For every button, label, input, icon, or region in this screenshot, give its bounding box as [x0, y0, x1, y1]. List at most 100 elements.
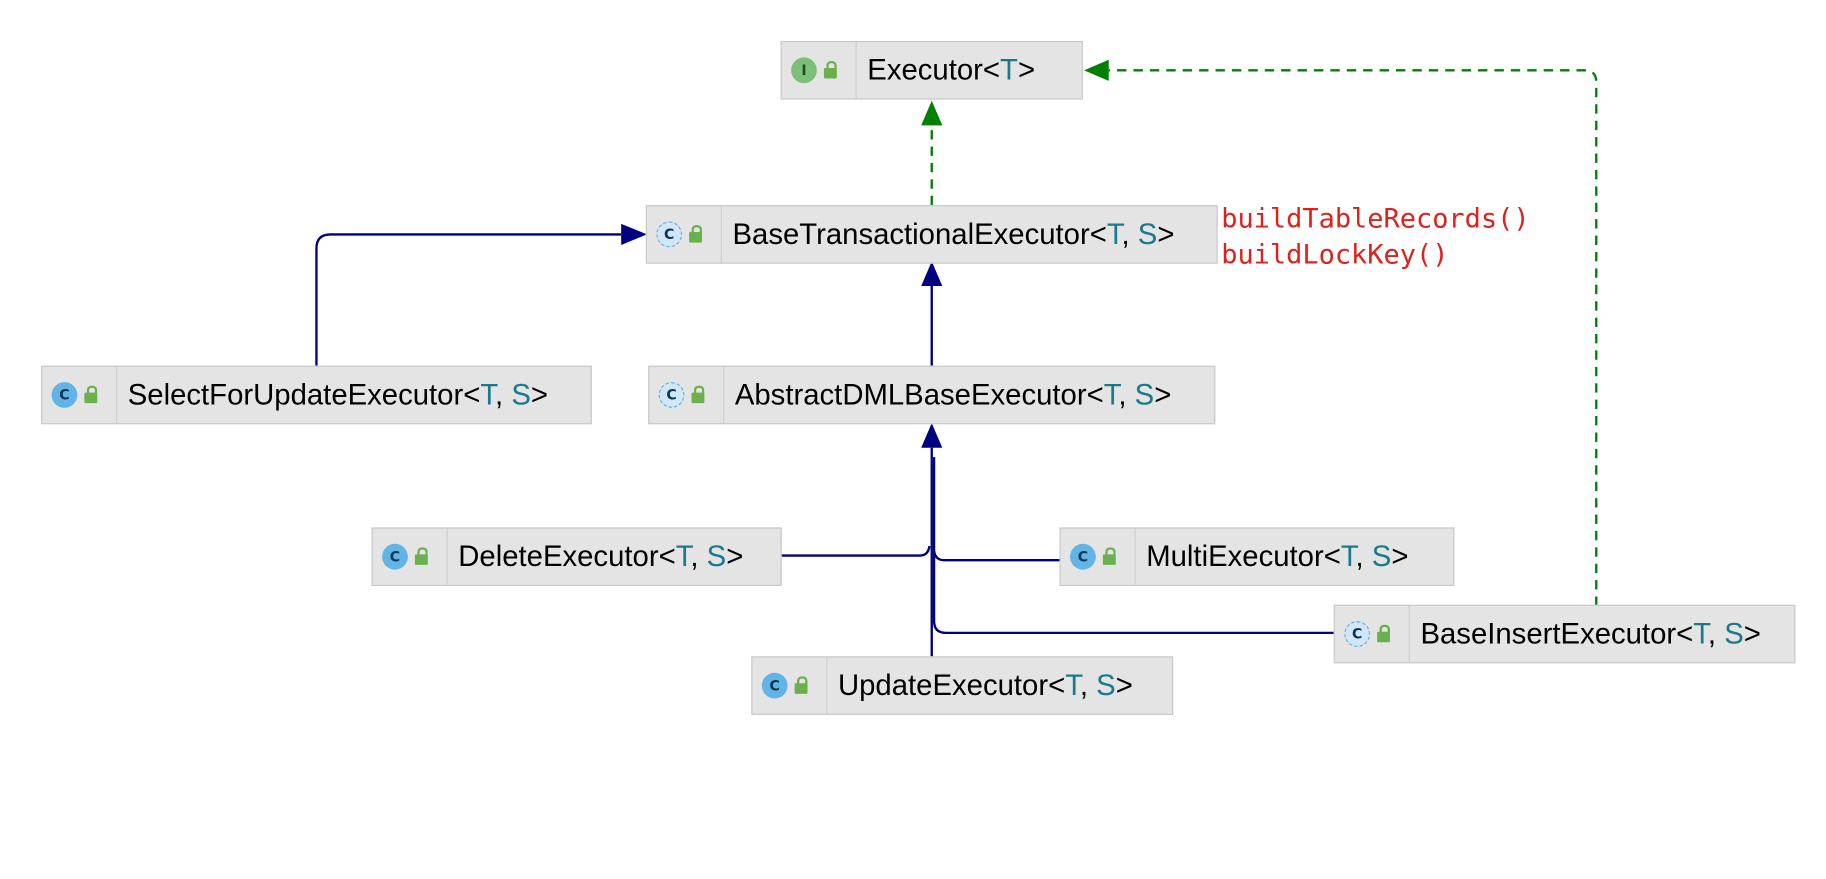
interface-icon: I [791, 57, 817, 84]
type-open-bracket: < [982, 53, 1001, 87]
method-note: buildTableRecords() buildLockKey() [1221, 202, 1529, 275]
class-icon: C [51, 382, 78, 408]
edge-extends-base-insert [932, 457, 1334, 635]
node-icons: I [782, 42, 857, 99]
note-line-build-table-records: buildTableRecords() [1221, 203, 1530, 235]
type-open-bracket: < [1676, 617, 1694, 650]
type-open-bracket: < [1086, 377, 1104, 411]
type-parameter: S [511, 377, 531, 411]
class-name: SelectForUpdateExecutor [127, 377, 464, 411]
type-parameter: S [706, 539, 727, 573]
type-separator: , [495, 377, 512, 411]
type-close-bracket: > [1115, 668, 1133, 702]
abstract-class-icon: C [656, 221, 683, 248]
type-close-bracket: > [1017, 53, 1036, 87]
type-parameter: T [1065, 668, 1080, 702]
public-lock-icon [1377, 624, 1390, 642]
node-executor[interactable]: I Executor<T> [780, 41, 1083, 100]
node-label: DeleteExecutor<T, S> [448, 540, 755, 574]
node-delete-executor[interactable]: C DeleteExecutor<T, S> [371, 527, 782, 586]
edge-extends-multi [932, 550, 1060, 562]
node-label: AbstractDMLBaseExecutor<T, S> [724, 378, 1183, 412]
type-separator: , [1079, 668, 1097, 702]
type-parameter: S [1134, 377, 1155, 411]
type-parameter: S [1371, 539, 1392, 573]
type-parameter: S [1096, 668, 1116, 702]
abstract-class-icon: C [1344, 621, 1371, 647]
class-icon: C [761, 672, 788, 699]
type-parameter: T [1340, 539, 1356, 573]
public-lock-icon [1102, 546, 1116, 565]
type-separator: , [1118, 377, 1135, 411]
type-close-bracket: > [1391, 539, 1409, 573]
type-parameter: T [1106, 217, 1122, 251]
type-separator: , [1121, 217, 1138, 251]
arrowhead-implements-executor-bottom [921, 100, 943, 126]
type-separator: , [690, 539, 707, 573]
type-open-bracket: < [1089, 217, 1107, 251]
type-close-bracket: > [726, 539, 744, 573]
class-name: UpdateExecutor [837, 668, 1049, 702]
type-parameter: T [1000, 53, 1018, 87]
arrowhead-extends-base-tx-bottom [921, 261, 943, 286]
edge-extends-delete [780, 545, 931, 557]
node-abstract-dml-base-executor[interactable]: C AbstractDMLBaseExecutor<T, S> [648, 365, 1216, 425]
class-icon: C [1070, 543, 1096, 570]
node-icons: C [647, 206, 722, 263]
node-icons: C [373, 528, 448, 585]
public-lock-icon [794, 675, 808, 694]
node-icons: C [42, 366, 118, 424]
type-separator: , [1707, 617, 1725, 650]
class-name: MultiExecutor [1146, 539, 1324, 573]
type-separator: , [1355, 539, 1372, 573]
class-name: Executor [867, 53, 983, 87]
node-multi-executor[interactable]: C MultiExecutor<T, S> [1059, 527, 1455, 586]
type-open-bracket: < [1048, 668, 1066, 702]
edge-extends-select-update [315, 233, 622, 366]
public-lock-icon [84, 385, 98, 403]
node-base-insert-executor[interactable]: C BaseInsertExecutor<T, S> [1333, 604, 1796, 664]
type-parameter: T [1103, 377, 1119, 411]
node-update-executor[interactable]: C UpdateExecutor<T, S> [751, 656, 1174, 715]
note-line-build-lock-key: buildLockKey() [1221, 240, 1449, 271]
class-name: AbstractDMLBaseExecutor [734, 377, 1087, 411]
type-open-bracket: < [658, 539, 676, 573]
type-close-bracket: > [530, 377, 549, 411]
type-parameter: T [675, 539, 691, 573]
arrowhead-extends-base-tx-left [621, 223, 647, 245]
class-name: BaseInsertExecutor [1420, 617, 1677, 650]
node-label: SelectForUpdateExecutor<T, S> [117, 378, 560, 412]
type-open-bracket: < [463, 377, 481, 411]
arrowhead-extends-abstract-dml [921, 423, 943, 448]
edges-layer [315, 59, 1598, 657]
type-parameter: T [1693, 617, 1708, 650]
type-close-bracket: > [1157, 217, 1175, 251]
node-label: UpdateExecutor<T, S> [827, 669, 1144, 703]
node-icons: C [1061, 528, 1136, 585]
node-icons: C [649, 366, 725, 424]
type-open-bracket: < [1323, 539, 1341, 573]
class-icon: C [382, 543, 408, 570]
public-lock-icon [689, 224, 703, 243]
class-name: BaseTransactionalExecutor [732, 217, 1090, 251]
arrowhead-implements-executor-right [1084, 59, 1109, 81]
type-close-bracket: > [1743, 617, 1761, 650]
class-name: DeleteExecutor [458, 539, 659, 573]
type-parameter: S [1137, 217, 1158, 251]
node-icons: C [1335, 605, 1410, 663]
node-label: Executor<T> [857, 53, 1047, 87]
type-close-bracket: > [1154, 377, 1172, 411]
edge-implements-base-insert-executor [1108, 69, 1598, 606]
abstract-class-icon: C [658, 382, 685, 408]
type-parameter: S [1724, 617, 1744, 650]
node-label: BaseInsertExecutor<T, S> [1410, 617, 1773, 651]
node-base-transactional-executor[interactable]: C BaseTransactionalExecutor<T, S> [645, 205, 1218, 264]
node-label: BaseTransactionalExecutor<T, S> [722, 217, 1186, 251]
node-label: MultiExecutor<T, S> [1136, 540, 1421, 574]
node-icons: C [752, 657, 828, 714]
public-lock-icon [691, 385, 705, 403]
node-select-for-update-executor[interactable]: C SelectForUpdateExecutor<T, S> [41, 365, 592, 425]
public-lock-icon [823, 60, 837, 78]
type-parameter: T [480, 377, 496, 411]
